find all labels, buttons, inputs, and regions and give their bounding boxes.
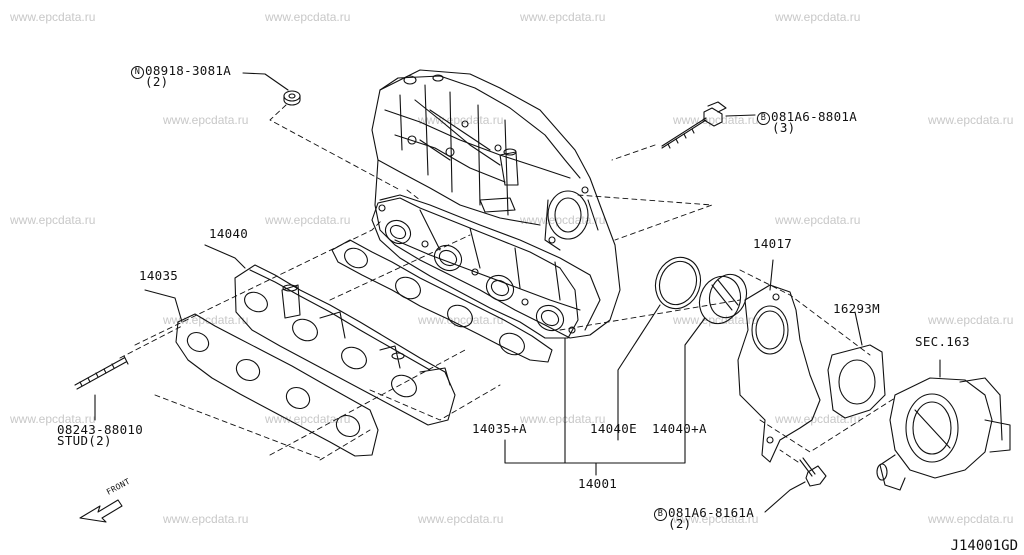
watermark-text: www.epcdata.ru [265, 213, 351, 227]
watermark-text: www.epcdata.ru [163, 512, 249, 526]
front-arrow-icon [79, 499, 123, 523]
gasket-14035A [331, 239, 553, 363]
watermark-text: www.epcdata.ru [10, 10, 96, 24]
label-14040A: 14040+A [652, 421, 707, 436]
diagram-code: J14001GD [950, 538, 1018, 554]
watermark-text: www.epcdata.ru [673, 512, 759, 526]
gasket-14035 [175, 313, 379, 457]
stud-label: STUD(2) [57, 433, 112, 448]
leader-lines [144, 244, 706, 476]
bolt-b1-quantity: (3) [772, 120, 796, 135]
label-14040E: 14040E [590, 421, 637, 436]
watermark-text: www.epcdata.ru [775, 10, 861, 24]
bolt-b2-part-number: 081A6-8161A [668, 505, 755, 520]
collar-14040A [698, 273, 748, 325]
watermark-text: www.epcdata.ru [673, 113, 759, 127]
watermark-text: www.epcdata.ru [520, 213, 606, 227]
watermark-text: www.epcdata.ru [418, 512, 504, 526]
label-16293M: 16293M [833, 301, 880, 316]
watermark-text: www.epcdata.ru [520, 10, 606, 24]
label-14035A: 14035+A [472, 421, 527, 436]
watermark-text: www.epcdata.ru [520, 412, 606, 426]
watermark-text: www.epcdata.ru [418, 313, 504, 327]
bolt-n-08918-3081A [242, 72, 301, 106]
watermark-text: www.epcdata.ru [775, 412, 861, 426]
intake-manifold-14001 [371, 69, 621, 339]
bolt-n-part-number: 08918-3081A [145, 63, 232, 78]
watermark-text: www.epcdata.ru [10, 412, 96, 426]
bolt-n-quantity: (2) [145, 74, 169, 89]
stud-08243-88010 [74, 355, 129, 421]
bracket-14017 [737, 259, 821, 463]
gasket-14040E [654, 256, 702, 310]
n-marker-icon: N [131, 66, 144, 79]
watermark-text: www.epcdata.ru [673, 313, 759, 327]
watermark-text: www.epcdata.ru [928, 313, 1014, 327]
watermark-text: www.epcdata.ru [928, 512, 1014, 526]
bolt-b2-quantity: (2) [668, 516, 692, 531]
label-14035: 14035 [139, 268, 179, 283]
manifold-flange [371, 197, 579, 339]
gasket-16293M [827, 311, 886, 419]
watermark-text: www.epcdata.ru [10, 213, 96, 227]
label-14001: 14001 [578, 476, 618, 491]
bolt-b-081A6-8161A [764, 457, 827, 513]
watermark-text: www.epcdata.ru [163, 113, 249, 127]
label-14040: 14040 [209, 226, 249, 241]
bolt-b1-part-number: 081A6-8801A [771, 109, 858, 124]
throttle-body-sec163 [876, 359, 1011, 491]
bolt-b-081A6-8801A [661, 101, 756, 149]
stud-part-number: 08243-88010 [57, 422, 144, 437]
watermark-text: www.epcdata.ru [265, 10, 351, 24]
watermark-text: www.epcdata.ru [265, 412, 351, 426]
b-marker-icon: B [654, 508, 667, 521]
spacer-14040 [234, 264, 456, 426]
b-marker-icon: B [757, 112, 770, 125]
watermark-text: www.epcdata.ru [928, 113, 1014, 127]
label-14017: 14017 [753, 236, 793, 251]
label-sec163: SEC.163 [915, 334, 970, 349]
watermark-text: www.epcdata.ru [775, 213, 861, 227]
